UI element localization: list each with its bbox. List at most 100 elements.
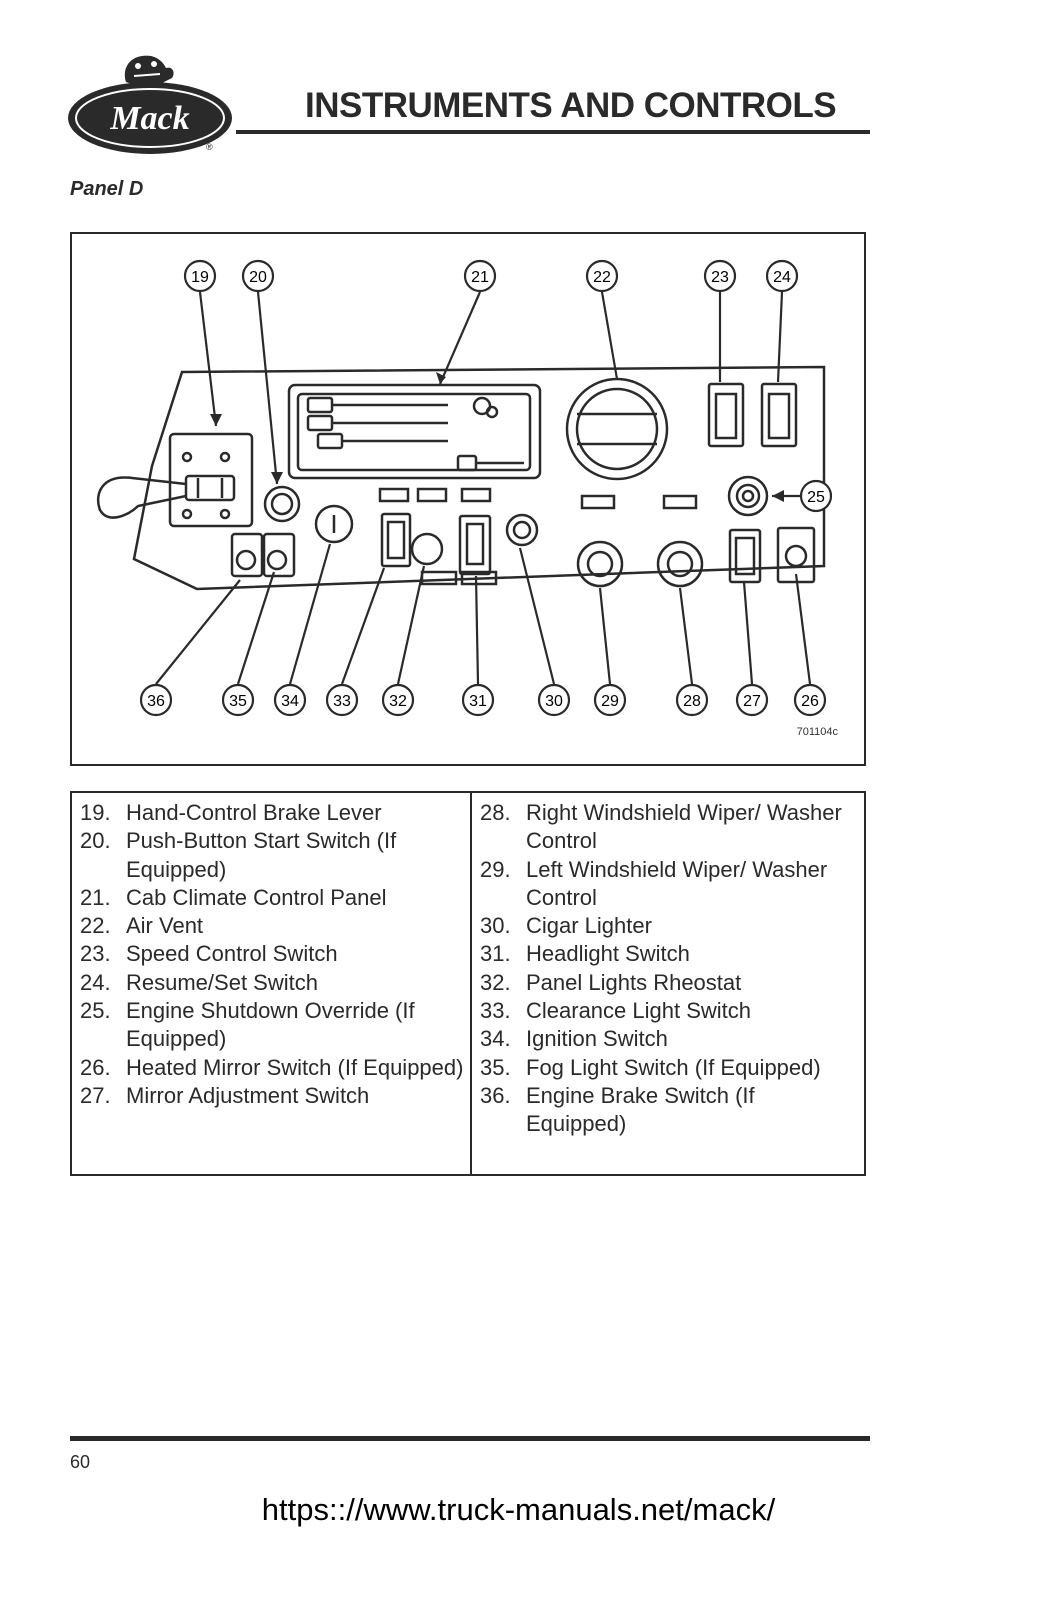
legend-number: 30.: [480, 913, 511, 939]
callout-23: 23: [703, 259, 737, 293]
page-title: INSTRUMENTS AND CONTROLS: [305, 86, 837, 125]
legend-text: Left Windshield Wiper/ Washer Control: [526, 856, 828, 910]
legend-item: 19. Hand-Control Brake Lever: [80, 799, 465, 827]
legend-text: Headlight Switch: [526, 941, 690, 967]
legend-item: 33. Clearance Light Switch: [480, 997, 860, 1025]
svg-text:21: 21: [471, 269, 489, 286]
legend-column-left: 19. Hand-Control Brake Lever 20. Push-Butt…: [80, 799, 465, 1110]
svg-text:35: 35: [229, 693, 247, 710]
legend-item: 26. Heated Mirror Switch (If Equipped): [80, 1054, 465, 1082]
legend-text: Speed Control Switch: [126, 941, 338, 967]
legend-number: 36.: [480, 1082, 511, 1108]
legend-number: 29.: [480, 856, 511, 882]
callout-32: 32: [381, 683, 415, 717]
legend-text: Push-Button Start Switch (If Equipped): [126, 828, 397, 882]
callout-26: 26: [793, 683, 827, 717]
legend-number: 27.: [80, 1082, 111, 1108]
page-number: 60: [70, 1452, 91, 1472]
legend-column-right: 28. Right Windshield Wiper/ Washer Contro…: [480, 799, 860, 1139]
svg-text:®: ®: [206, 142, 213, 152]
callout-24: 24: [765, 259, 799, 293]
figure-code: 701104c: [796, 726, 838, 738]
legend-item: 27. Mirror Adjustment Switch: [80, 1082, 465, 1110]
legend-item: 32. Panel Lights Rheostat: [480, 969, 860, 997]
legend-number: 22.: [80, 913, 111, 939]
mack-logo: Mack ®: [64, 52, 240, 156]
legend-number: 23.: [80, 941, 111, 967]
callout-29: 29: [593, 683, 627, 717]
svg-text:29: 29: [601, 693, 619, 710]
legend-item: 22.Air Vent: [80, 912, 465, 940]
legend-text: Hand-Control Brake Lever: [126, 800, 382, 825]
legend-text: Resume/Set Switch: [126, 969, 318, 995]
footer-rule: [70, 1436, 870, 1441]
legend-item: 31. Headlight Switch: [480, 940, 860, 968]
svg-text:34: 34: [281, 693, 299, 710]
svg-text:28: 28: [683, 693, 701, 710]
legend-item: 25. Engine Shutdown Override (If Equipped…: [80, 997, 465, 1054]
callout-20: 20: [241, 259, 275, 293]
legend-item: 20. Push-Button Start Switch (If Equipped…: [80, 827, 465, 884]
legend-text: Engine Shutdown Override (If Equipped): [126, 998, 415, 1052]
svg-text:23: 23: [711, 269, 729, 286]
callout-28: 28: [675, 683, 709, 717]
callout-21: 21: [463, 259, 497, 293]
svg-text:Mack: Mack: [109, 100, 189, 137]
legend-text: Mirror Adjustment Switch: [126, 1082, 370, 1108]
legend-item: 28. Right Windshield Wiper/ Washer Contro…: [480, 799, 860, 856]
header-rule: [236, 130, 870, 134]
legend-number: 35.: [480, 1054, 511, 1080]
legend-text: Clearance Light Switch: [526, 998, 752, 1024]
callout-35: 35: [221, 683, 255, 717]
callout-bottom-row: 26 27 28 29 30 31 32 33 34 35 36: [139, 683, 827, 717]
legend-number: 26.: [80, 1054, 111, 1080]
legend-number: 19.: [80, 800, 111, 825]
callout-22: 22: [585, 259, 619, 293]
source-url[interactable]: https:://www.truck-manuals.net/mack/: [261, 1492, 776, 1527]
panel-diagram: 19 20 21 22 23 24 25 26 27 28 29 30 31 3…: [70, 232, 866, 766]
svg-text:33: 33: [333, 693, 351, 710]
svg-text:31: 31: [469, 693, 487, 710]
legend-text: Ignition Switch: [526, 1026, 668, 1052]
legend-item: 29. Left Windshield Wiper/ Washer Control: [480, 856, 860, 913]
legend-text: Panel Lights Rheostat: [526, 969, 742, 995]
legend-text: Right Windshield Wiper/ Washer Control: [526, 800, 842, 854]
svg-text:30: 30: [545, 693, 563, 710]
svg-text:36: 36: [147, 693, 165, 710]
svg-text:32: 32: [389, 693, 407, 710]
legend-text: Cigar Lighter: [526, 913, 652, 939]
svg-text:20: 20: [249, 269, 267, 286]
section-label: Panel D: [70, 178, 144, 200]
legend-text: Cab Climate Control Panel: [126, 884, 387, 910]
legend-number: 31.: [480, 941, 511, 967]
svg-text:25: 25: [807, 489, 825, 506]
legend-text: Heated Mirror Switch (If Equipped): [126, 1054, 464, 1080]
callout-34: 34: [273, 683, 307, 717]
svg-text:22: 22: [593, 269, 611, 286]
legend-number: 28.: [480, 800, 511, 825]
svg-text:24: 24: [773, 269, 791, 286]
legend-item: 23. Speed Control Switch: [80, 940, 465, 968]
legend-number: 24.: [80, 969, 111, 995]
legend-item: 34. Ignition Switch: [480, 1025, 860, 1053]
legend-number: 21.: [80, 884, 111, 910]
callout-33: 33: [325, 683, 359, 717]
legend-number: 34.: [480, 1026, 511, 1052]
callout-27: 27: [735, 683, 769, 717]
legend-number: 20.: [80, 828, 111, 854]
legend-divider: [470, 793, 472, 1174]
bulldog-icon: [124, 55, 174, 87]
callout-25: 25: [799, 479, 833, 513]
legend-text: Fog Light Switch (If Equipped): [526, 1054, 821, 1080]
legend-item: 30. Cigar Lighter: [480, 912, 860, 940]
panel-illustration: 19 20 21 22 23 24 25 26 27 28 29 30 31 3…: [96, 259, 833, 717]
callout-36: 36: [139, 683, 173, 717]
legend-item: 36. Engine Brake Switch (If Equipped): [480, 1082, 860, 1139]
legend-item: 21. Cab Climate Control Panel: [80, 884, 465, 912]
legend-number: 25.: [80, 998, 111, 1024]
svg-text:19: 19: [191, 269, 209, 286]
legend-text: Engine Brake Switch (If Equipped): [526, 1082, 755, 1137]
legend-number: 32.: [480, 969, 511, 995]
legend-number: 33.: [480, 998, 511, 1024]
callout-31: 31: [461, 683, 495, 717]
